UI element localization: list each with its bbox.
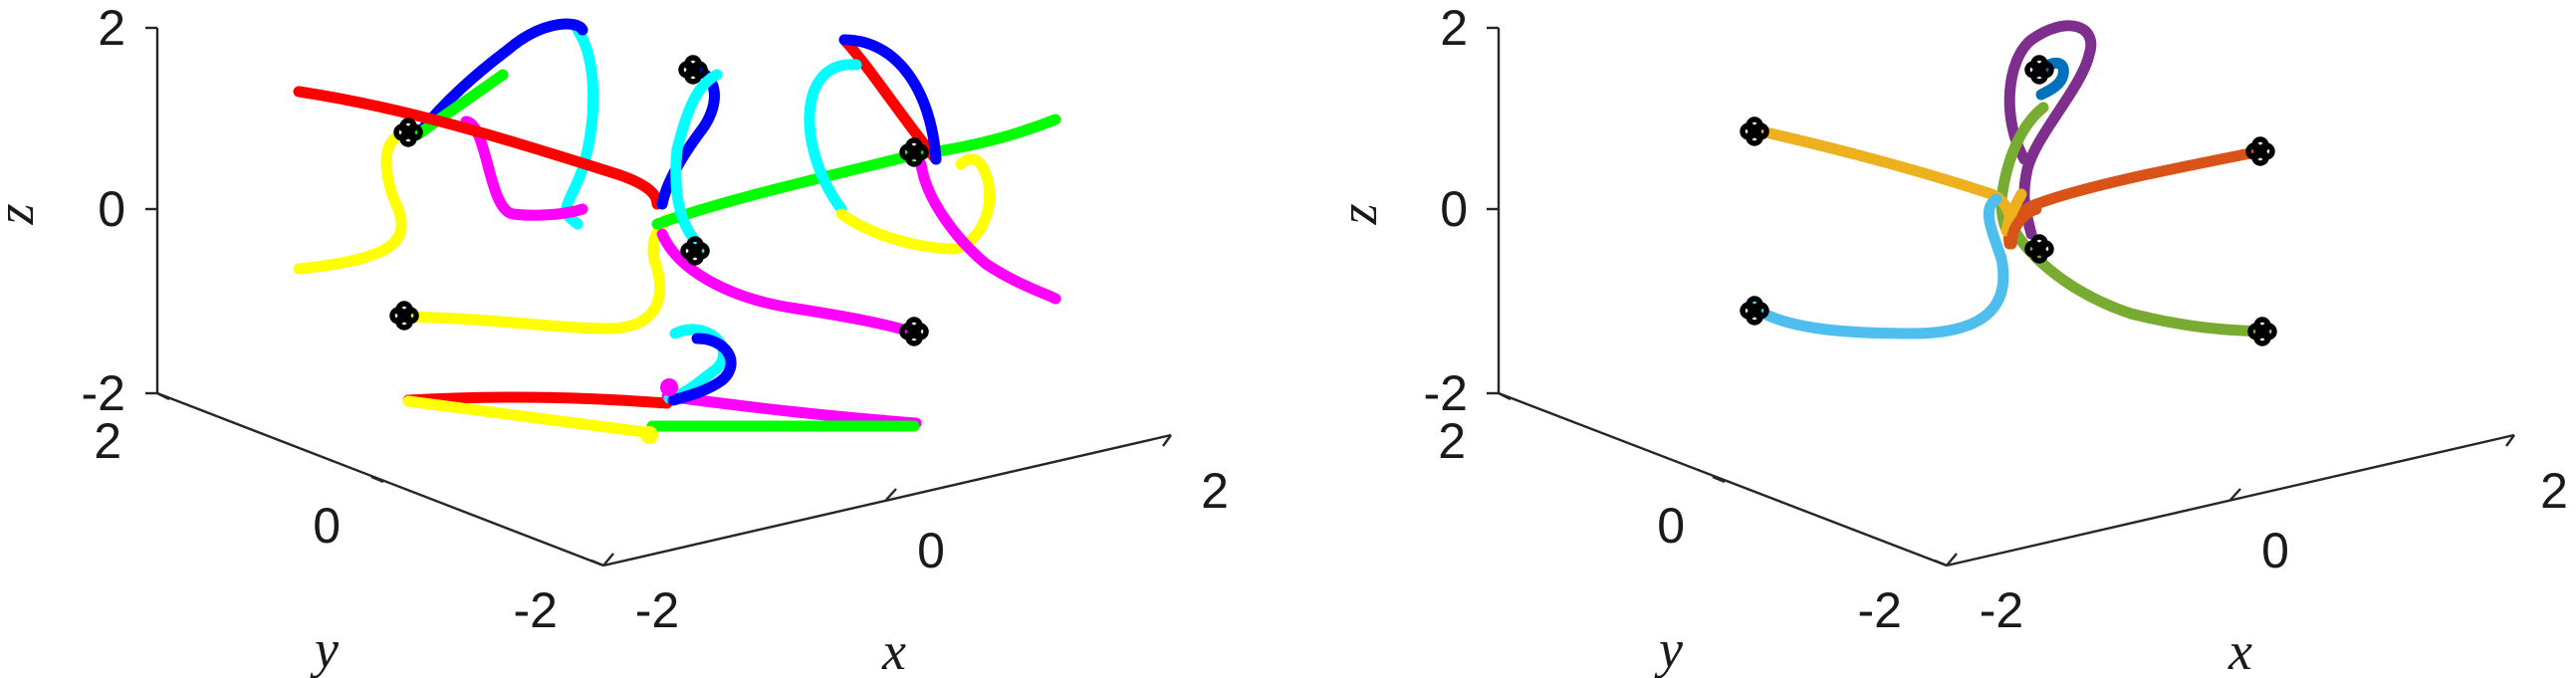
x-tick-label: 0	[917, 523, 945, 578]
trajectory-yellow	[397, 213, 673, 335]
start-markers	[1740, 55, 2277, 346]
z-tick-label: 0	[1440, 181, 1468, 237]
trajectory-blue	[412, 18, 588, 140]
trajectory-red	[838, 34, 942, 165]
point-magenta	[660, 378, 678, 396]
y-tick-mark	[1934, 559, 1948, 567]
trajectory-blue	[667, 333, 737, 406]
x-tick-label: 2	[1201, 463, 1229, 519]
z-tick-label: 0	[98, 181, 125, 237]
trajectory-blue	[838, 34, 942, 165]
x-tick-mark	[885, 488, 897, 501]
z-tick-label: -2	[1424, 365, 1468, 421]
target-marker	[389, 301, 419, 331]
plot-left: 2 0 -2 2 0 -2 -2 0 2 z y x	[0, 0, 1229, 678]
x-axis-label: x	[881, 621, 906, 678]
trajectory-red	[293, 86, 663, 210]
trajectory-green	[651, 148, 922, 230]
target-marker	[1740, 296, 1769, 326]
target-marker	[680, 236, 710, 266]
y-axis-label: y	[1654, 619, 1683, 678]
x-axis-right	[1946, 433, 2515, 567]
x-axis-label: x	[2227, 621, 2252, 678]
trajectory-yellow	[835, 153, 996, 255]
x-tick-mark	[1162, 434, 1172, 447]
target-marker	[2024, 234, 2054, 264]
target-marker	[899, 317, 929, 346]
z-axis-label: z	[1328, 203, 1388, 225]
y-tick-label: -2	[514, 582, 558, 638]
z-tick-label: 2	[1440, 0, 1468, 56]
x-tick-label: 2	[2540, 463, 2568, 519]
trajectory-cyan	[804, 59, 862, 215]
trajectory-magenta	[915, 158, 1061, 305]
target-marker	[393, 117, 423, 147]
z-tick-label: 2	[98, 0, 125, 56]
plot-right: 2 0 -2 2 0 -2 -2 0 2 z y x	[1328, 0, 2568, 678]
target-marker	[2245, 136, 2275, 166]
trajectory-magenta	[661, 390, 922, 429]
z-tick-label: -2	[82, 365, 125, 421]
trajectory-cyan	[561, 24, 599, 230]
trajectory-red	[2005, 203, 2042, 250]
x-tick-mark	[1946, 553, 1958, 566]
y-tick-label: 0	[313, 498, 341, 554]
trajectory-cyan	[670, 69, 723, 255]
x-tick-mark	[2505, 434, 2515, 447]
x-tick-label: -2	[1980, 582, 2023, 638]
trajectory-skyblue	[1747, 193, 2009, 339]
y-tick-label: 2	[1438, 413, 1466, 469]
target-marker	[2247, 317, 2277, 346]
y-tick-mark	[370, 475, 384, 484]
trajectory-magenta	[656, 228, 922, 339]
target-marker	[1740, 116, 1769, 146]
trajectory-orange	[2000, 188, 2027, 237]
target-marker	[899, 137, 929, 167]
trajectory-purple	[2003, 20, 2097, 240]
trajectory-yellow	[402, 395, 658, 439]
x-tick-mark	[2229, 488, 2241, 501]
y-tick-mark	[1498, 391, 1512, 401]
point-yellow	[640, 426, 658, 444]
y-tick-mark	[590, 559, 604, 567]
trajectory-red	[402, 391, 673, 409]
target-marker	[2024, 55, 2054, 85]
y-tick-label: 0	[1657, 498, 1685, 554]
y-tick-label: -2	[1858, 582, 1902, 638]
trajectory-magenta	[460, 115, 588, 221]
x-tick-label: 0	[2261, 523, 2289, 578]
trajectory-orange	[1747, 123, 2017, 230]
x-tick-mark	[602, 553, 614, 566]
z-axis-label: z	[0, 203, 45, 225]
start-markers	[389, 55, 929, 346]
y-tick-mark	[1712, 475, 1726, 484]
y-axis-label: y	[310, 619, 339, 678]
target-marker	[678, 55, 708, 85]
trajectory-red	[2002, 145, 2266, 250]
trajectory-green	[412, 69, 509, 140]
y-axis-right	[1498, 391, 1948, 567]
y-tick-label: 2	[94, 413, 121, 469]
trajectory-yellow	[293, 131, 407, 275]
y-tick-mark	[156, 391, 170, 401]
x-tick-label: -2	[635, 582, 679, 638]
